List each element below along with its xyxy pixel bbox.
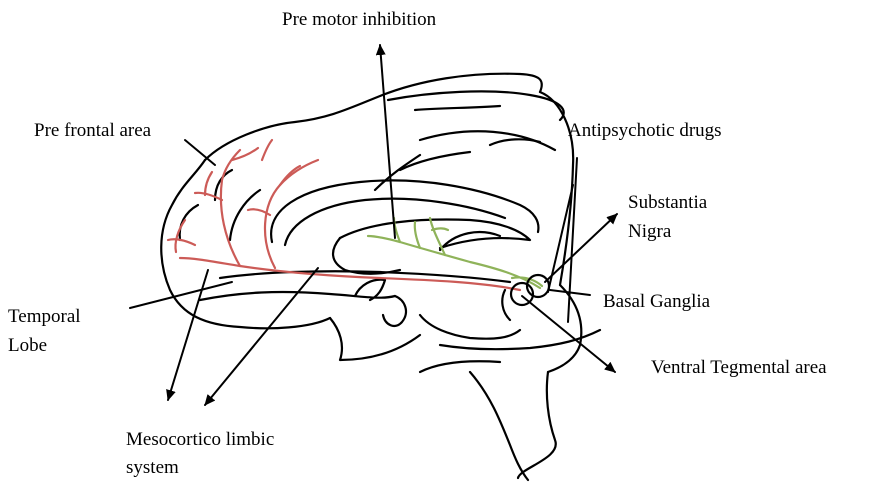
- pituitary: [383, 296, 406, 326]
- substantia-label: Substantia: [628, 191, 707, 215]
- cortical-fold-1: [415, 106, 500, 110]
- parietal-outline: [388, 91, 564, 120]
- cingulate-sulcus: [375, 155, 420, 190]
- brainstem-front: [330, 318, 420, 360]
- system-label: system: [126, 456, 179, 480]
- red-branch-4: [168, 239, 195, 245]
- temporal-lobe-pointer: [130, 282, 232, 308]
- antipsychotic-drugs-label: Antipsychotic drugs: [568, 119, 722, 143]
- fornix: [333, 238, 400, 274]
- medulla: [518, 372, 556, 478]
- corpus-callosum-outer: [271, 180, 538, 242]
- red-branch-6: [205, 172, 212, 195]
- mesocortico-arrow-1: [168, 270, 208, 400]
- midbrain-curve: [502, 290, 510, 320]
- pre-frontal-area-label: Pre frontal area: [34, 119, 151, 143]
- basal-ganglia-label: Basal Ganglia: [603, 290, 710, 314]
- temporal-label: Temporal: [8, 305, 81, 329]
- green-branch-2: [415, 222, 420, 248]
- brainstem-left: [420, 315, 520, 339]
- pons: [420, 361, 500, 372]
- cerebellum-back: [548, 285, 581, 372]
- ventral-tegmental-area-label: Ventral Tegmental area: [651, 356, 827, 380]
- mesocortico-limbic-label: Mesocortico limbic: [126, 428, 274, 452]
- red-branch-5: [262, 140, 272, 160]
- frontal-gyrus-3: [230, 190, 260, 240]
- cortical-fold-4: [420, 131, 555, 150]
- frontal-lobe-top: [205, 74, 542, 160]
- red-branch-1a: [195, 193, 222, 200]
- green-branch-4: [432, 229, 448, 231]
- spinal-cord: [470, 372, 528, 480]
- pre-frontal-pointer: [185, 140, 215, 165]
- mesocortico-arrow-2: [205, 268, 318, 405]
- substantia-nigra-arrow: [545, 214, 617, 282]
- pre-motor-arrow: [380, 45, 395, 238]
- red-branch-1: [221, 150, 240, 266]
- green-branch-1: [430, 218, 445, 255]
- red-branch-2: [265, 160, 318, 268]
- cerebral-cortex-outline: [161, 160, 330, 328]
- mesocortical-pathway: [168, 140, 520, 290]
- nigra-label: Nigra: [628, 220, 671, 244]
- pre-motor-inhibition-label: Pre motor inhibition: [282, 8, 436, 32]
- lobe-label: Lobe: [8, 334, 47, 358]
